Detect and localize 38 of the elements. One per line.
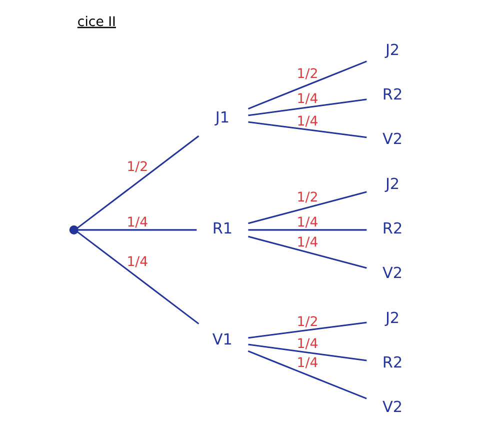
connector xyxy=(247,60,366,110)
edge-label: 1/2 xyxy=(296,190,318,206)
node-circle xyxy=(68,225,78,234)
connector xyxy=(247,350,366,400)
connector xyxy=(76,231,199,324)
connector xyxy=(248,121,366,138)
connector xyxy=(248,98,366,116)
edge-label: 1/4 xyxy=(296,215,318,230)
connector xyxy=(248,322,366,339)
edge-label: 1/2 xyxy=(296,315,318,330)
edge-label: 1/2 xyxy=(126,160,148,176)
connector xyxy=(78,229,196,231)
node-text: J1 xyxy=(214,108,230,126)
edge-label: 1/4 xyxy=(296,356,318,371)
node-text: V2 xyxy=(382,130,402,148)
edge-label: 1/4 xyxy=(126,215,148,230)
edge-label: 1/2 xyxy=(296,67,318,82)
node-text: R2 xyxy=(382,86,402,104)
edge-label: 1/4 xyxy=(126,255,148,270)
connector xyxy=(76,135,199,228)
node-text: V2 xyxy=(382,398,402,416)
node-text: V1 xyxy=(212,330,232,349)
node-text: R2 xyxy=(382,220,402,238)
connector xyxy=(248,229,366,231)
edge-label: 1/4 xyxy=(296,92,318,107)
node-text: R2 xyxy=(382,354,402,372)
node-text: J2 xyxy=(384,308,400,327)
connector xyxy=(248,344,366,362)
edge-label: 1/4 xyxy=(296,336,318,352)
node-text: J2 xyxy=(384,174,400,193)
edge-label: 1/4 xyxy=(296,235,318,250)
node-text: R1 xyxy=(212,220,232,238)
edge-label: 1/4 xyxy=(296,114,318,130)
connector xyxy=(248,191,366,224)
node-text: V2 xyxy=(382,264,402,282)
node-text: J2 xyxy=(384,40,400,59)
diagram-title: cice II xyxy=(76,14,116,30)
connector xyxy=(248,236,366,269)
